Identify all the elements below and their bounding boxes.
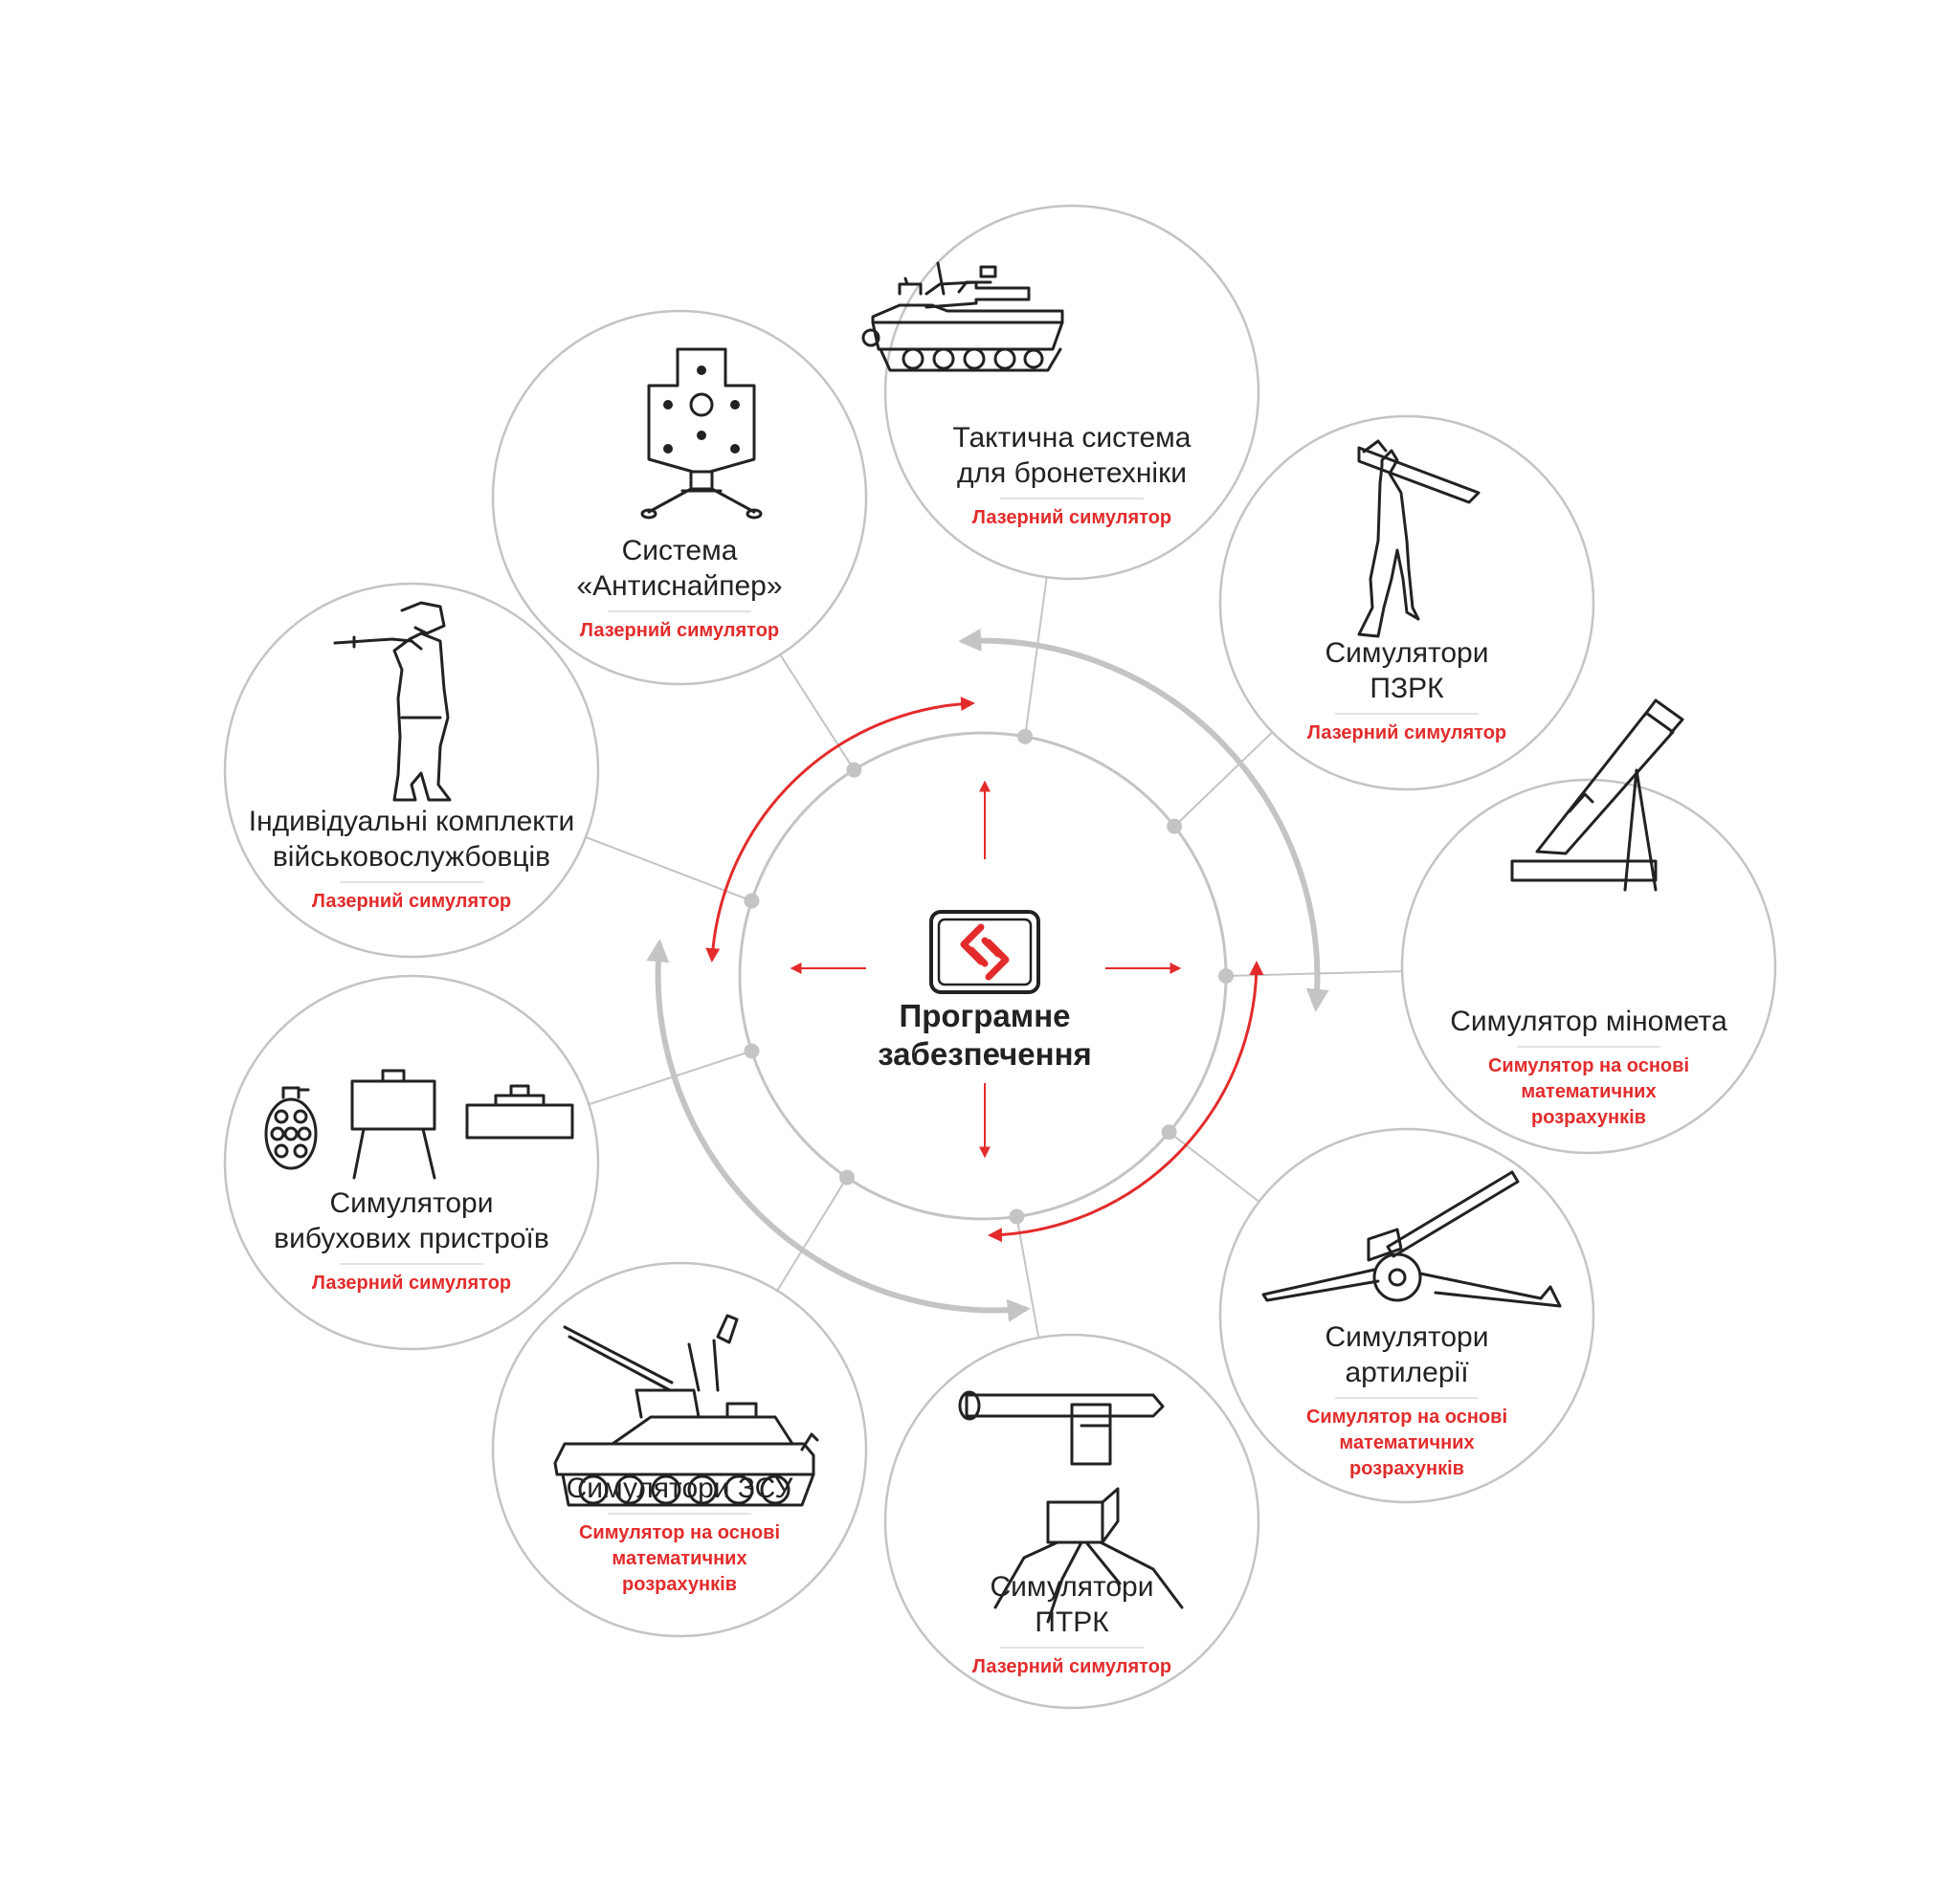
node-title-antisniper-0: Система (622, 535, 738, 566)
node-title-artillery-1: артилерії (1345, 1357, 1469, 1388)
node-title-explosives-0: Симулятори (329, 1187, 493, 1219)
node-subtitle-armor-0: Лазерний симулятор (972, 507, 1171, 528)
node-subtitle-manpads-0: Лазерний симулятор (1307, 722, 1506, 743)
node-title-explosives-1: вибухових пристроїв (274, 1223, 549, 1254)
spoke-line-armor (1024, 577, 1048, 737)
node-title-armor-1: для бронетехніки (957, 457, 1187, 489)
node-circle-artillery[interactable] (1218, 1127, 1595, 1504)
node-title-antisniper-1: «Антиснайпер» (576, 570, 782, 602)
red-arc-upper-left (705, 697, 975, 963)
atgm-launcher-icon (958, 1390, 1184, 1624)
ring-dot-artillery (1161, 1124, 1177, 1141)
node-title-individual-1: військовослужбовців (273, 841, 550, 873)
grey-arc-upper-right (958, 629, 1329, 1012)
node-texts: Система«Антиснайпер»Лазерний симуляторТа… (249, 422, 1727, 1677)
ring-dot-explosives (744, 1043, 760, 1059)
node-subtitle-explosives-0: Лазерний симулятор (312, 1273, 511, 1294)
node-title-spaag-0: Симулятори ЗСУ (567, 1473, 794, 1504)
ring-dot-individual (744, 893, 760, 909)
spoke-line-atgm (1015, 1216, 1040, 1339)
ring-dot-atgm (1009, 1208, 1025, 1225)
spoke-line-antisniper (779, 654, 856, 771)
node-label-individual: Індивідуальні комплекти військовослужбовц… (249, 806, 575, 912)
center-title-line-2: забезпечення (878, 1036, 1092, 1072)
ring-dot-manpads (1167, 818, 1183, 834)
node-title-artillery-0: Симулятори (1325, 1321, 1488, 1353)
node-title-atgm-0: Симулятори (990, 1571, 1153, 1603)
node-title-armor-0: Тактична система (953, 422, 1192, 454)
node-title-individual-0: Індивідуальні комплекти (249, 806, 575, 837)
node-title-manpads-0: Симулятори (1325, 637, 1488, 669)
node-label-spaag: Симулятори ЗСУ Симулятор на основі математ… (567, 1473, 794, 1595)
ring-dot-armor (1017, 728, 1034, 744)
node-subtitle-antisniper-0: Лазерний симулятор (580, 620, 779, 641)
spoke-line-mortar (1225, 970, 1403, 977)
node-subtitle-spaag-1: математичних (612, 1548, 746, 1569)
red-arc-lower-right (988, 961, 1264, 1243)
node-circle-mortar[interactable] (1400, 778, 1777, 1155)
node-circle-explosives[interactable] (223, 974, 600, 1351)
ring-dot-spaag (838, 1169, 855, 1185)
node-subtitle-atgm-0: Лазерний симулятор (972, 1656, 1171, 1677)
mortar-icon (1510, 698, 1684, 892)
rifleman-icon (333, 601, 452, 802)
software-logo-icon (929, 910, 1040, 994)
spoke-line-artillery (1168, 1131, 1260, 1203)
target-stand-icon (640, 347, 763, 520)
node-subtitle-mortar-1: математичних (1521, 1081, 1656, 1102)
node-subtitle-individual-0: Лазерний симулятор (312, 891, 511, 912)
node-circle-atgm[interactable] (883, 1333, 1260, 1710)
ring-junction-dots (744, 728, 1234, 1225)
ring-dot-mortar (1218, 968, 1234, 984)
node-subtitle-spaag-0: Симулятор на основі (579, 1522, 780, 1543)
howitzer-icon (1261, 1170, 1562, 1308)
node-subtitle-mortar-0: Симулятор на основі (1488, 1055, 1689, 1076)
node-label-antisniper: Система «Антиснайпер» Лазерний симулятор (576, 535, 782, 641)
grey-arc-lower-left (646, 939, 1031, 1322)
node-subtitle-spaag-2: розрахунків (622, 1574, 737, 1595)
node-subtitle-artillery-2: розрахунків (1349, 1458, 1464, 1479)
node-title-atgm-1: ПТРК (1035, 1606, 1109, 1638)
spaag-vehicle-icon (553, 1314, 819, 1507)
node-title-manpads-1: ПЗРК (1370, 673, 1444, 704)
node-subtitle-artillery-1: математичних (1339, 1432, 1474, 1453)
node-subtitle-mortar-2: розрахунків (1531, 1107, 1646, 1128)
node-circle-antisniper[interactable] (491, 309, 868, 686)
node-subtitle-artillery-0: Симулятор на основі (1306, 1407, 1507, 1428)
node-circle-individual[interactable] (223, 582, 600, 959)
center-title-line-1: Програмне (900, 998, 1071, 1033)
explosive-devices-icon (264, 1069, 574, 1180)
ring-dot-antisniper (846, 762, 862, 778)
manpads-soldier-icon (1357, 439, 1481, 638)
tank-icon (861, 261, 1064, 372)
spoke-line-individual (585, 835, 752, 902)
node-title-mortar-0: Симулятор міномета (1450, 1006, 1727, 1037)
